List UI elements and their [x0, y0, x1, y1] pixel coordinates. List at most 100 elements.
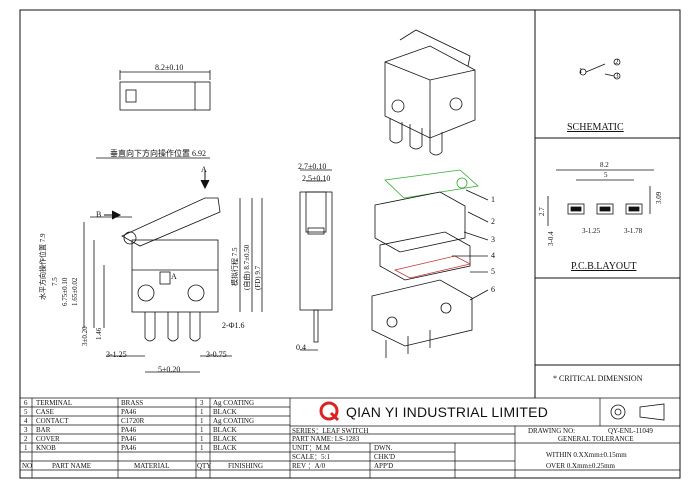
dim-left-6: 1.46: [95, 327, 103, 340]
dim-left-3: 6.75±0.10: [61, 277, 69, 306]
schematic-pin-2: 2: [615, 58, 619, 66]
row-material: PA46: [121, 435, 137, 443]
company-logo: [319, 401, 340, 422]
dim-right-3: (FD) 9.7: [254, 265, 262, 290]
critical-note: * CRITICAL DIMENSION: [553, 374, 643, 383]
row-no: 2: [24, 435, 28, 443]
dim-bottom-3: 3-0.75: [206, 350, 227, 359]
tol-over: OVER 0.Xmm±0.25mm: [546, 462, 615, 470]
dim-left-2: 7.5: [51, 277, 59, 286]
row-part: KNOB: [36, 444, 56, 452]
drawing-no: QY-ENL-11049: [608, 427, 653, 435]
dim-left-1: 水平方向操作位置 7.9: [39, 233, 47, 301]
op-position-note: 垂直向下方向操作位置 6.92: [110, 149, 206, 158]
row-part: TERMINAL: [36, 399, 73, 407]
row-finishing: Ag COATING: [213, 399, 255, 407]
company-name: QIAN YI INDUSTRIAL LIMITED: [346, 404, 549, 420]
row-material: BRASS: [121, 399, 144, 407]
dim-right-2: (自由) 8.7±0.50: [243, 244, 251, 290]
dim-right-1: 模拟行程 7.5: [231, 247, 239, 287]
row-qty: 1: [200, 435, 204, 443]
callout-3: 3: [491, 235, 495, 244]
exploded-view: [371, 169, 489, 358]
dwn: DWN.: [374, 444, 393, 452]
callout-5: 5: [491, 267, 495, 276]
header-no: NO: [22, 462, 33, 470]
schematic-title: SCHEMATIC: [567, 122, 624, 133]
row-qty: 1: [200, 408, 204, 416]
front-view: [83, 157, 263, 373]
pcb-dim-27: 2.7: [538, 207, 546, 216]
header-finishing: FINISHING: [228, 462, 263, 470]
dim-bottom-2: 5±0.20: [158, 365, 181, 374]
unit: UNIT：M.M: [292, 444, 330, 452]
pcb-dim-04: 3-0.4: [547, 231, 555, 246]
label-a: A: [201, 165, 207, 174]
pcb-dim-309: 3.09: [655, 191, 663, 204]
row-material: PA46: [121, 408, 137, 416]
row-no: 5: [24, 408, 28, 416]
header-part-name: PART NAME: [52, 462, 92, 470]
row-material: C1720R: [121, 417, 145, 425]
general-tolerance: GENERAL TOLERANCE: [558, 435, 634, 443]
series: SERIES：LEAF SWITCH: [292, 427, 369, 435]
row-qty: 1: [200, 417, 204, 425]
arrow-b-icon: [104, 210, 122, 220]
dim-left-5: 3±0.20: [81, 326, 89, 346]
part-name: PART NAME: LS-1283: [292, 435, 360, 443]
scale: SCALE：5:1: [292, 453, 331, 461]
side-dim-1: 2.7±0.10: [298, 162, 327, 171]
iso-view: [384, 29, 476, 156]
drawing-no-label: DRAWING NO:: [528, 427, 576, 435]
row-qty: 3: [200, 399, 204, 407]
callout-6: 6: [491, 285, 495, 294]
row-part: CONTACT: [36, 417, 69, 425]
pcb-layout: [547, 169, 654, 226]
side-view: [299, 169, 333, 351]
row-material: PA46: [121, 426, 137, 434]
tol-within: WITHIN 0.XXmm±0.15mm: [546, 451, 627, 459]
row-no: 4: [24, 417, 28, 425]
schematic-pin-3: 3: [615, 72, 619, 80]
row-no: 1: [24, 444, 28, 452]
arrow-a-icon: [200, 170, 210, 190]
schematic-pin-1: 1: [579, 67, 583, 75]
row-finishing: Ag COATING: [213, 417, 255, 425]
hole-dim: 2-Φ1.6: [222, 321, 245, 330]
header-qty: QTY: [197, 462, 212, 470]
chkd: CHK'D: [374, 453, 396, 461]
row-no: 3: [24, 426, 28, 434]
row-finishing: BLACK: [213, 435, 237, 443]
label-a-body: A: [171, 272, 177, 281]
pcb-dim-178: 3-1.78: [624, 227, 643, 235]
row-qty: 1: [200, 444, 204, 452]
dim-left-4: 1.65±0.02: [71, 277, 79, 306]
label-b: B: [96, 210, 102, 219]
top-width-dim: 8.2±0.10: [155, 63, 184, 72]
top-view: [119, 70, 211, 111]
row-part: BAR: [36, 426, 51, 434]
dim-bottom-1: 3-1.25: [106, 350, 127, 359]
side-dim-2: 2.5±0.10: [302, 174, 331, 183]
header-material: MATERIAL: [134, 462, 170, 470]
callout-2: 2: [491, 217, 495, 226]
pcb-title: P.C.B.LAYOUT: [571, 261, 637, 272]
row-no: 6: [24, 399, 28, 407]
pcb-dim-82: 8.2: [600, 161, 609, 169]
row-part: COVER: [36, 435, 60, 443]
row-finishing: BLACK: [213, 426, 237, 434]
pcb-dim-125: 3-1.25: [582, 227, 601, 235]
callout-4: 4: [491, 251, 495, 260]
pcb-dim-5: 5: [604, 171, 608, 179]
side-thickness: 0.4: [296, 343, 306, 352]
row-part: CASE: [36, 408, 54, 416]
projection-symbol-icon: [610, 403, 665, 421]
rev: REV ：A/0: [292, 462, 326, 470]
row-material: PA46: [121, 444, 137, 452]
title-block-grid: [20, 397, 680, 478]
appd: APP'D: [374, 462, 394, 470]
schematic-symbol: [579, 58, 621, 80]
callout-1: 1: [491, 195, 495, 204]
row-finishing: BLACK: [213, 408, 237, 416]
